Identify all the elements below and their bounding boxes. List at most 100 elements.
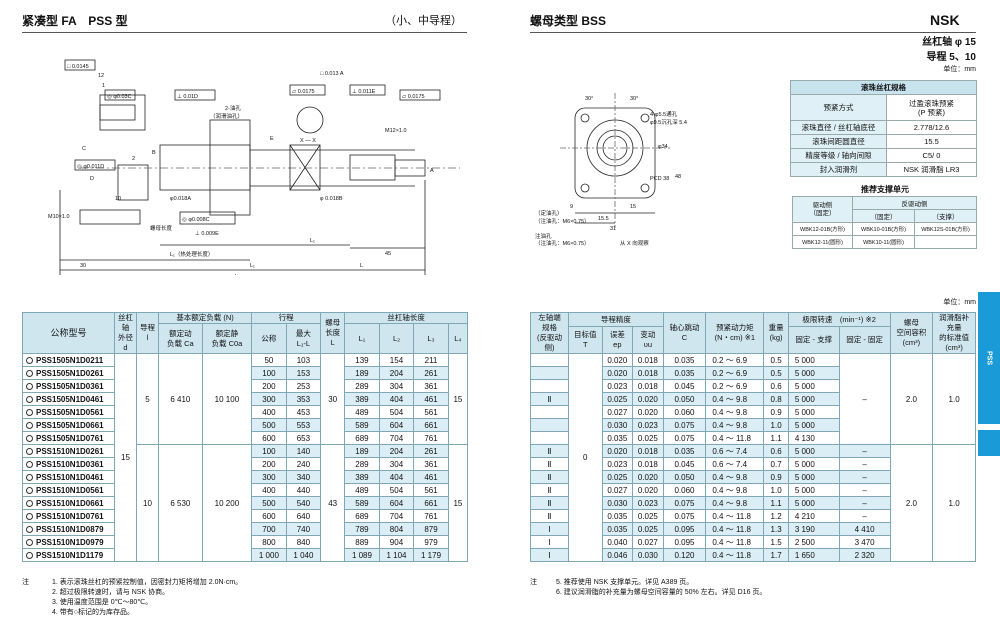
torque-range-sep: ～	[723, 511, 736, 521]
table-cell: 589	[344, 418, 380, 432]
table-cell: 340	[285, 470, 322, 484]
table-cell: Ⅰ	[530, 522, 569, 536]
left-data-table: 公称型号 丝杠轴 外径 d 导程 l 基本额定负载 (N) 行程 螺母 长度 L…	[22, 312, 469, 562]
brand-logo: NSK	[930, 12, 960, 28]
table-cell: 0.045	[662, 379, 707, 393]
table-cell: 600	[251, 509, 287, 523]
bolt-hole-4	[640, 183, 650, 193]
notes-left-head: 注	[22, 579, 29, 586]
support-anti-support: （支撑）	[914, 209, 977, 223]
end-view-circle	[296, 106, 324, 134]
note-4: 4. 带有○标记的为库存品。	[52, 609, 135, 616]
table-cell: 0.030	[632, 548, 664, 562]
table-cell: 50	[251, 353, 287, 367]
th-error: 误差 ep	[601, 326, 634, 354]
table-cell: 0.095	[662, 522, 707, 536]
gdt-9: ⊥ 0.009E	[195, 230, 219, 237]
table-cell: 5 000	[787, 470, 840, 484]
torque-range-sep: ～	[723, 459, 736, 469]
th-axis-end: 左轴端 规格 (反驱动侧)	[530, 312, 569, 354]
table-cell: 30	[320, 353, 346, 445]
spec-row-pcd-label: 滚珠间距圆直径	[790, 134, 887, 149]
datum-d: D	[90, 176, 94, 182]
right-thread	[349, 154, 396, 181]
torque-min: 0.2	[712, 368, 724, 378]
table-cell: –	[838, 444, 891, 458]
support-r1-support: WBK12S-01B(方形)	[914, 222, 977, 236]
th-stroke: 行程	[251, 312, 322, 324]
table-cell: 1 000	[251, 548, 287, 562]
dim-phi34: φ34	[658, 144, 668, 150]
table-cell: Ⅱ	[530, 457, 569, 471]
table-cell: 0.2 ～ 6.9	[705, 353, 765, 367]
table-cell: 6 410	[158, 353, 203, 445]
table-cell: 640	[285, 509, 322, 523]
table-cell: 404	[378, 470, 415, 484]
gdt-box-5	[289, 84, 326, 96]
table-cell	[530, 379, 569, 393]
torque-max: 11.8	[735, 524, 751, 534]
dim-45: 45	[385, 251, 391, 257]
torque-min: 0.4	[712, 498, 724, 508]
gdt-box-3	[104, 89, 136, 101]
section-box	[289, 144, 321, 191]
dim-l4: L₁	[310, 238, 315, 244]
table-cell: 2.0	[889, 444, 934, 562]
dim-10: 10	[115, 196, 121, 202]
torque-range-sep: ～	[723, 446, 736, 456]
datum-b: B	[152, 150, 156, 156]
model-cell: PSS1510N1D0879	[22, 522, 115, 536]
table-cell: 0.7	[763, 457, 789, 471]
gdt-box-4	[174, 89, 216, 101]
table-cell: 0.4 ～ 9.8	[705, 483, 765, 497]
table-cell: 5 000	[787, 405, 840, 419]
torque-range-sep: ～	[723, 355, 736, 365]
torque-range-sep: ～	[723, 407, 736, 417]
th-variation: 变动 υu	[632, 326, 664, 354]
table-cell: 0.018	[632, 444, 664, 458]
dim-l-right: L	[360, 263, 363, 269]
label-oil-thread-2: （注油孔：M6×0.75）	[535, 217, 590, 225]
side-tab-pss[interactable]: PSS	[978, 292, 1000, 424]
table-cell: 361	[413, 379, 449, 393]
gdt-10: □ 0.013 A	[320, 71, 344, 77]
table-cell: 10 200	[201, 444, 253, 562]
table-cell: 0.050	[662, 470, 707, 484]
torque-min: 0.4	[712, 394, 724, 404]
table-cell: –	[838, 353, 891, 445]
th-stat: 额定静 负载 C0a	[201, 323, 253, 354]
counterbore-spec: φ9.5沉孔深 5.4	[650, 118, 687, 126]
support-table-wrap: 驱动侧（固定） 反驱动侧 （固定） （支撑） WBK12-01B(方形) WBK…	[792, 196, 977, 249]
torque-min: 0.4	[712, 433, 724, 443]
table-cell: Ⅱ	[530, 483, 569, 497]
note-6: 6. 建议润滑脂的补充量为螺母空间容量的 50% 左右。详见 D16 页。	[556, 589, 767, 596]
table-cell: 489	[344, 483, 380, 497]
table-cell: 553	[285, 418, 322, 432]
table-cell: 461	[413, 392, 449, 406]
table-cell: 889	[344, 535, 380, 549]
table-cell: 1 104	[378, 548, 415, 562]
model-name: PSS1505N1D0761	[36, 433, 104, 443]
label-oil-fix: （定油孔）	[535, 209, 563, 217]
dim-tol-b: φ 0.018B	[320, 196, 343, 202]
table-cell: 0.040	[601, 535, 634, 549]
stock-circle-icon	[26, 486, 33, 494]
support-r2-drive: WBK12-11(圆形)	[792, 235, 853, 249]
table-cell: 0.2 ～ 6.9	[705, 379, 765, 393]
shaft-end-upper	[99, 104, 136, 121]
table-cell: 153	[285, 366, 322, 380]
table-cell: 0.025	[632, 509, 664, 523]
model-cell: PSS1510N1D0761	[22, 509, 115, 523]
side-tab-next[interactable]	[978, 430, 1000, 456]
table-cell: 0.5	[763, 366, 789, 380]
gdt-box-7	[399, 89, 441, 101]
model-cell: PSS1510N1D1179	[22, 548, 115, 562]
table-cell: 0.4 ～ 11.8	[705, 522, 765, 536]
model-cell: PSS1505N1D0461	[22, 392, 115, 406]
table-cell: 200	[251, 379, 287, 393]
